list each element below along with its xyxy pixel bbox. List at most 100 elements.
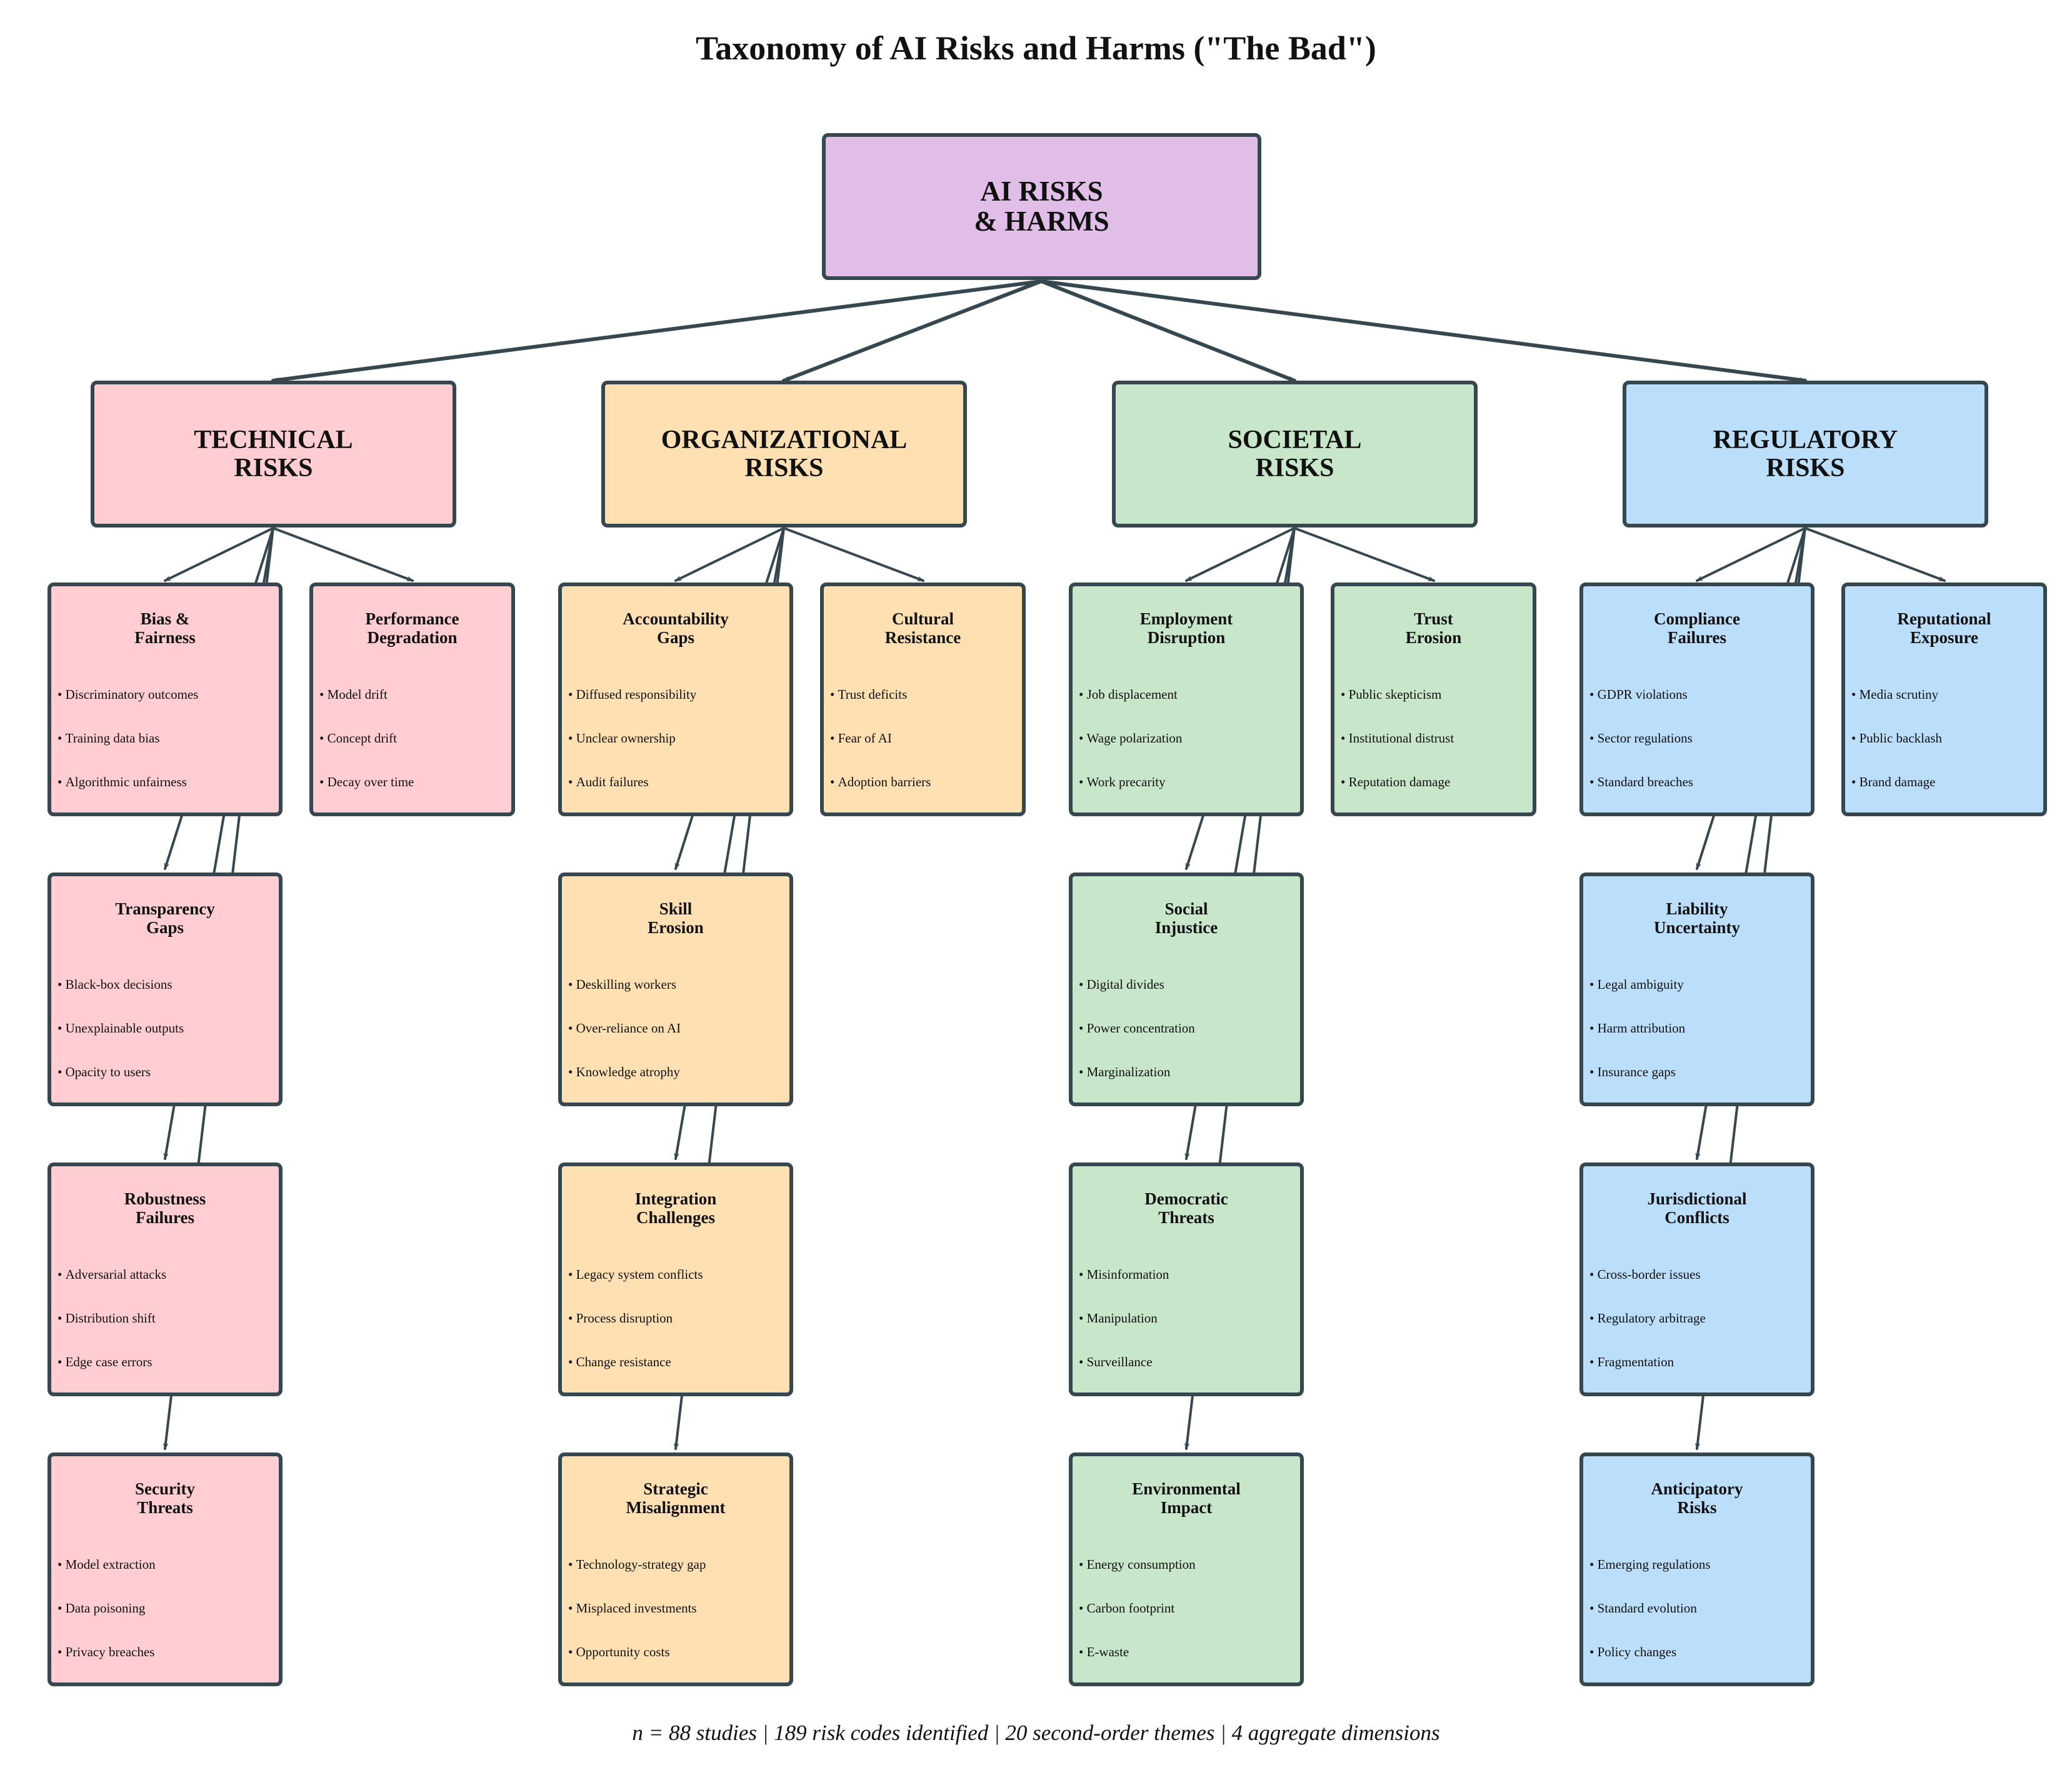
theme-items: Digital divides Power concentration Marg…: [1079, 975, 1298, 1106]
root-to-dimension-arrow: [271, 279, 1043, 382]
theme-item: Public skepticism: [1341, 685, 1530, 729]
theme-performance-degradation: Performance Degradation Model drift Conc…: [309, 582, 515, 816]
theme-title: Compliance Failures: [1654, 609, 1740, 647]
theme-title: Social Injustice: [1154, 899, 1218, 937]
theme-title: Reputational Exposure: [1897, 609, 1991, 647]
theme-item: Diffused responsibility: [568, 685, 787, 729]
dimension-societal: SOCIETAL RISKS: [1112, 381, 1478, 528]
theme-item: Brand damage: [1851, 772, 2041, 816]
theme-title: Jurisdictional Conflicts: [1647, 1189, 1747, 1227]
theme-item: Media scrutiny: [1851, 685, 2041, 729]
theme-jurisdictional-conflicts: Jurisdictional Conflicts Cross-border is…: [1579, 1162, 1814, 1396]
root-to-dimension-arrow: [782, 279, 1043, 382]
theme-item: Emerging regulations: [1589, 1555, 1808, 1599]
theme-item: Sector regulations: [1589, 729, 1808, 772]
theme-item: Reputation damage: [1341, 772, 1530, 816]
theme-title: Accountability Gaps: [623, 609, 729, 647]
theme-strategic-misalignment: Strategic Misalignment Technology-strate…: [558, 1452, 793, 1686]
theme-item: Black-box decisions: [58, 975, 276, 1019]
theme-items: Deskilling workers Over-reliance on AI K…: [568, 975, 787, 1106]
theme-title: Cultural Resistance: [884, 609, 961, 647]
theme-title: Performance Degradation: [365, 609, 459, 647]
theme-item: Misinformation: [1079, 1265, 1298, 1309]
theme-item: Work precarity: [1079, 772, 1298, 816]
theme-item: Over-reliance on AI: [568, 1019, 787, 1062]
theme-item: Public backlash: [1851, 729, 2041, 772]
theme-item: Carbon footprint: [1079, 1599, 1298, 1642]
theme-item: GDPR violations: [1589, 685, 1808, 729]
dimension-to-theme-arrow: [783, 527, 924, 582]
theme-item: Privacy breaches: [58, 1642, 276, 1686]
theme-item: Model drift: [319, 685, 509, 729]
theme-item: Technology-strategy gap: [568, 1555, 787, 1599]
theme-item: E-waste: [1079, 1642, 1298, 1686]
theme-item: Edge case errors: [58, 1352, 276, 1396]
theme-item: Insurance gaps: [1589, 1062, 1808, 1106]
theme-social-injustice: Social Injustice Digital divides Power c…: [1069, 872, 1304, 1106]
theme-items: Media scrutiny Public backlash Brand dam…: [1851, 685, 2041, 816]
dimension-to-theme-arrow: [1804, 527, 1946, 582]
theme-items: Black-box decisions Unexplainable output…: [58, 975, 276, 1106]
theme-title: Transparency Gaps: [115, 899, 215, 937]
theme-item: Data poisoning: [58, 1599, 276, 1642]
theme-items: Job displacement Wage polarization Work …: [1079, 685, 1298, 816]
theme-item: Process disruption: [568, 1309, 787, 1352]
theme-trust-erosion: Trust Erosion Public skepticism Institut…: [1331, 582, 1536, 816]
theme-item: Standard evolution: [1589, 1599, 1808, 1642]
theme-items: Technology-strategy gap Misplaced invest…: [568, 1555, 787, 1686]
theme-item: Regulatory arbitrage: [1589, 1309, 1808, 1352]
theme-title: Security Threats: [135, 1479, 195, 1517]
theme-title: Employment Disruption: [1139, 609, 1233, 647]
theme-item: Knowledge atrophy: [568, 1062, 787, 1106]
diagram-title: Taxonomy of AI Risks and Harms ("The Bad…: [696, 29, 1376, 67]
theme-item: Concept drift: [319, 729, 509, 772]
footer-note: n = 88 studies | 189 risk codes identifi…: [632, 1721, 1440, 1745]
theme-items: Cross-border issues Regulatory arbitrage…: [1589, 1265, 1808, 1396]
theme-reputational-exposure: Reputational Exposure Media scrutiny Pub…: [1841, 582, 2047, 816]
theme-title: Bias & Fairness: [134, 609, 196, 647]
theme-title: Strategic Misalignment: [626, 1479, 726, 1517]
theme-items: Trust deficits Fear of AI Adoption barri…: [830, 685, 1019, 816]
theme-title: Trust Erosion: [1405, 609, 1462, 647]
theme-item: Decay over time: [319, 772, 509, 816]
theme-item: Energy consumption: [1079, 1555, 1298, 1599]
dimension-technical: TECHNICAL RISKS: [91, 381, 456, 528]
theme-robustness-failures: Robustness Failures Adversarial attacks …: [48, 1162, 283, 1396]
theme-transparency-gaps: Transparency Gaps Black-box decisions Un…: [48, 872, 283, 1106]
theme-item: Algorithmic unfairness: [58, 772, 276, 816]
theme-items: Discriminatory outcomes Training data bi…: [58, 685, 276, 816]
theme-environmental-impact: Environmental Impact Energy consumption …: [1069, 1452, 1304, 1686]
theme-item: Adoption barriers: [830, 772, 1019, 816]
root-node: AI RISKS & HARMS: [822, 133, 1261, 280]
theme-items: Misinformation Manipulation Surveillance: [1079, 1265, 1298, 1396]
theme-items: Adversarial attacks Distribution shift E…: [58, 1265, 276, 1396]
theme-item: Change resistance: [568, 1352, 787, 1396]
theme-skill-erosion: Skill Erosion Deskilling workers Over-re…: [558, 872, 793, 1106]
theme-item: Opacity to users: [58, 1062, 276, 1106]
theme-title: Skill Erosion: [648, 899, 704, 937]
theme-item: Job displacement: [1079, 685, 1298, 729]
theme-items: Model drift Concept drift Decay over tim…: [319, 685, 509, 816]
theme-item: Misplaced investments: [568, 1599, 787, 1642]
theme-item: Training data bias: [58, 729, 276, 772]
theme-anticipatory-risks: Anticipatory Risks Emerging regulations …: [1579, 1452, 1814, 1686]
theme-item: Manipulation: [1079, 1309, 1298, 1352]
theme-item: Surveillance: [1079, 1352, 1298, 1396]
theme-item: Adversarial attacks: [58, 1265, 276, 1309]
theme-title: Liability Uncertainty: [1654, 899, 1740, 937]
theme-items: Emerging regulations Standard evolution …: [1589, 1555, 1808, 1686]
theme-items: Legal ambiguity Harm attribution Insuran…: [1589, 975, 1808, 1106]
theme-items: Diffused responsibility Unclear ownershi…: [568, 685, 787, 816]
dimension-to-theme-arrow: [272, 527, 414, 582]
theme-item: Standard breaches: [1589, 772, 1808, 816]
theme-security-threats: Security Threats Model extraction Data p…: [48, 1452, 283, 1686]
theme-liability-uncertainty: Liability Uncertainty Legal ambiguity Ha…: [1579, 872, 1814, 1106]
theme-item: Institutional distrust: [1341, 729, 1530, 772]
dimension-to-theme-arrow: [674, 527, 785, 582]
theme-accountability-gaps: Accountability Gaps Diffused responsibil…: [558, 582, 793, 816]
theme-item: Wage polarization: [1079, 729, 1298, 772]
theme-item: Trust deficits: [830, 685, 1019, 729]
theme-items: Public skepticism Institutional distrust…: [1341, 685, 1530, 816]
theme-item: Deskilling workers: [568, 975, 787, 1019]
theme-item: Marginalization: [1079, 1062, 1298, 1106]
